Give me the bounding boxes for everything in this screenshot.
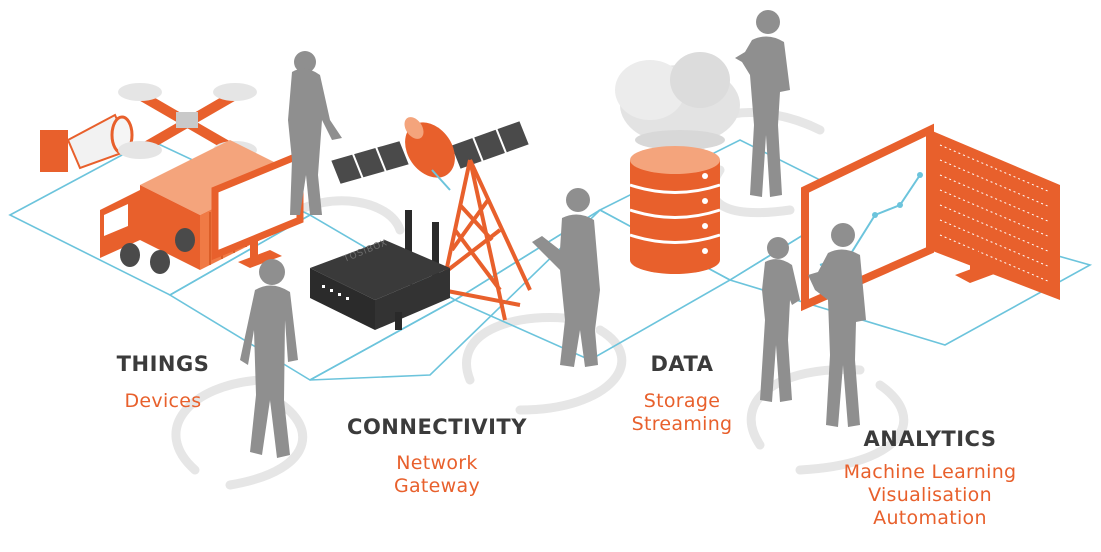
person-figure xyxy=(240,259,298,458)
person-figure xyxy=(735,10,790,197)
stage-data-item: Streaming xyxy=(631,413,733,435)
stage-data-item: Storage xyxy=(643,390,721,412)
stage-connectivity-item: Network xyxy=(396,452,478,474)
stage-things-title: THINGS xyxy=(116,352,210,376)
stage-analytics: ANALYTICS Machine Learning Visualisation… xyxy=(810,427,1050,530)
stage-analytics-item: Machine Learning xyxy=(843,461,1017,483)
stage-connectivity-item: Gateway xyxy=(393,475,481,497)
monitor-icon xyxy=(211,149,304,268)
antenna-tower-icon xyxy=(438,159,532,321)
database-icon xyxy=(629,146,721,274)
camera-icon xyxy=(40,113,134,172)
stage-things: THINGS Devices xyxy=(98,352,228,413)
stage-analytics-title: ANALYTICS xyxy=(863,427,997,451)
stage-things-item: Devices xyxy=(124,390,202,412)
person-figure xyxy=(760,237,800,402)
stage-analytics-item: Visualisation xyxy=(868,484,992,506)
stage-connectivity-title: CONNECTIVITY xyxy=(347,415,527,439)
satellite-icon xyxy=(328,117,532,191)
cloud-icon xyxy=(615,52,740,150)
stage-data: DATA Storage Streaming xyxy=(617,352,747,436)
person-figure xyxy=(532,188,600,367)
person-figure xyxy=(288,51,342,215)
stage-analytics-item: Automation xyxy=(873,507,987,529)
person-figure xyxy=(808,223,866,427)
stage-data-title: DATA xyxy=(650,352,714,376)
stage-connectivity: CONNECTIVITY Network Gateway xyxy=(322,415,552,498)
